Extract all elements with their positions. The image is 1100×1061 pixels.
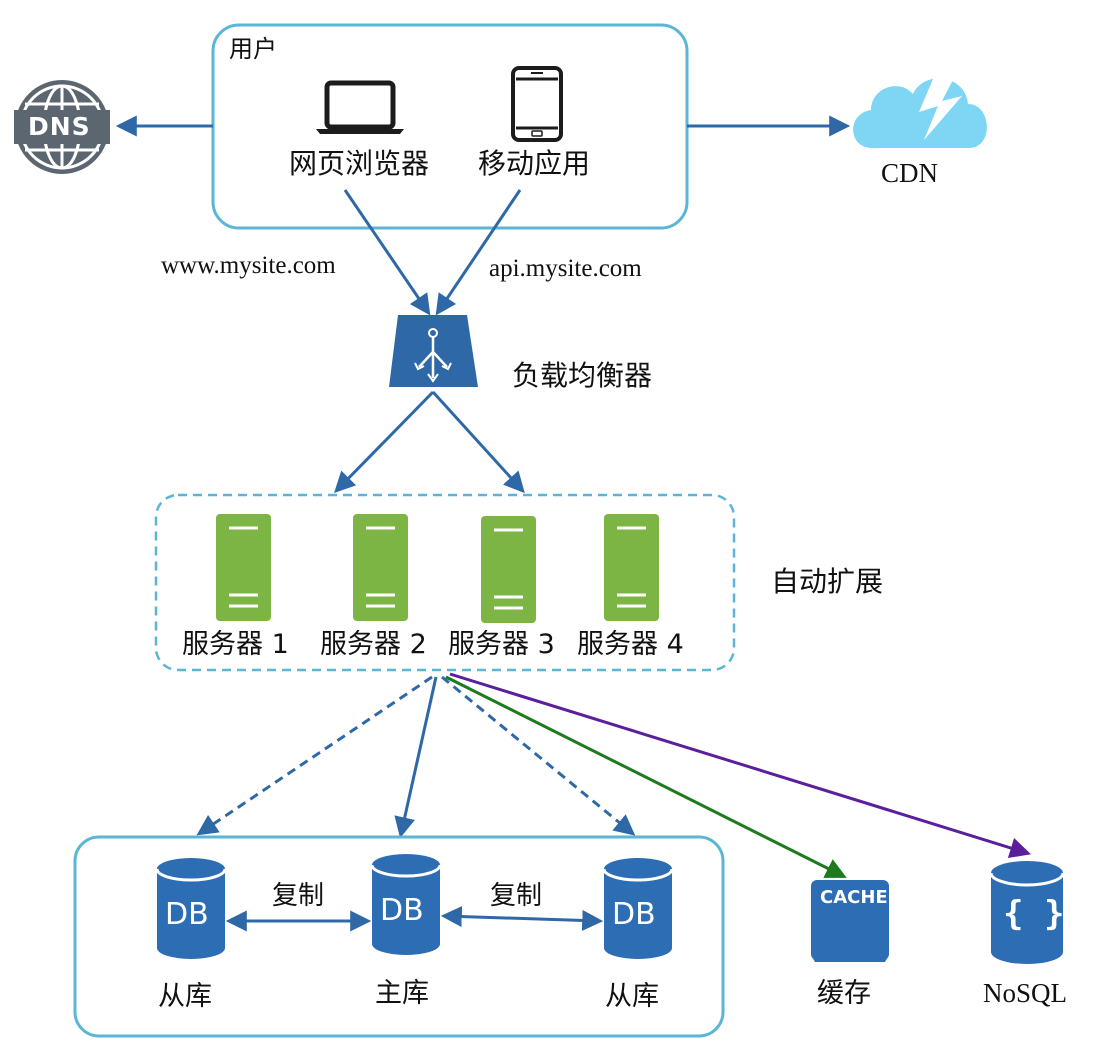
arrow-lb-to-servers-left bbox=[334, 390, 435, 494]
master-label: 主库 bbox=[375, 978, 429, 1009]
arrow-servers-to-left-replica bbox=[196, 675, 433, 836]
replication-label-right: 复制 bbox=[490, 881, 543, 911]
arrow-web-to-lb bbox=[343, 189, 431, 316]
left-replica-label: 从库 bbox=[158, 981, 212, 1012]
server-icon bbox=[353, 514, 408, 621]
server-label: 服务器 3 bbox=[448, 629, 555, 660]
web-domain-label: www.mysite.com bbox=[161, 252, 336, 279]
autoscale-label: 自动扩展 bbox=[771, 565, 884, 598]
load-balancer-icon bbox=[389, 315, 478, 387]
server-label: 服务器 2 bbox=[320, 629, 427, 660]
load-balancer-label: 负载均衡器 bbox=[512, 359, 653, 392]
server-icon bbox=[216, 514, 271, 621]
nosql-label: NoSQL bbox=[983, 978, 1068, 1008]
phone-icon bbox=[511, 66, 563, 142]
mobile-app-label: 移动应用 bbox=[478, 147, 591, 180]
left-replica-db-text: DB bbox=[165, 897, 209, 932]
autoscale-group-box bbox=[154, 493, 736, 672]
cache-label: 缓存 bbox=[817, 978, 871, 1009]
arrow-servers-to-cache bbox=[445, 675, 847, 878]
cache-icon bbox=[811, 880, 889, 962]
master-db-text: DB bbox=[380, 893, 424, 928]
right-replica-db-icon bbox=[602, 856, 674, 959]
arrow-api-to-lb bbox=[435, 189, 522, 316]
left-replica-db-icon bbox=[155, 856, 227, 959]
dns-globe-icon bbox=[14, 80, 110, 174]
server-label: 服务器 1 bbox=[182, 629, 289, 660]
database-box bbox=[73, 835, 725, 1038]
user-box bbox=[211, 23, 689, 230]
user-box-label: 用户 bbox=[229, 35, 277, 63]
server-label: 服务器 4 bbox=[577, 629, 684, 660]
replication-arrow-right bbox=[440, 906, 604, 931]
replication-label-left: 复制 bbox=[272, 881, 325, 911]
master-db-icon bbox=[370, 852, 442, 955]
nosql-db-icon bbox=[989, 859, 1065, 964]
api-domain-label: api.mysite.com bbox=[489, 255, 642, 282]
arrow-servers-to-master bbox=[394, 676, 438, 839]
cdn-cloud-icon bbox=[853, 72, 987, 148]
nosql-icon-text: { } bbox=[1003, 894, 1065, 934]
cdn-label: CDN bbox=[881, 158, 939, 188]
arrow-servers-to-nosql bbox=[449, 672, 1032, 859]
right-replica-db-text: DB bbox=[612, 897, 656, 932]
web-browser-label: 网页浏览器 bbox=[289, 147, 430, 180]
dns-label: DNS bbox=[28, 112, 91, 141]
server-icon bbox=[604, 514, 659, 621]
laptop-icon bbox=[316, 80, 404, 134]
arrow-servers-to-right-replica bbox=[441, 675, 636, 836]
right-replica-label: 从库 bbox=[605, 981, 659, 1012]
cache-icon-text: CACHE bbox=[820, 887, 888, 908]
arrow-lb-to-servers-right bbox=[431, 390, 525, 494]
server-icon bbox=[481, 516, 536, 623]
